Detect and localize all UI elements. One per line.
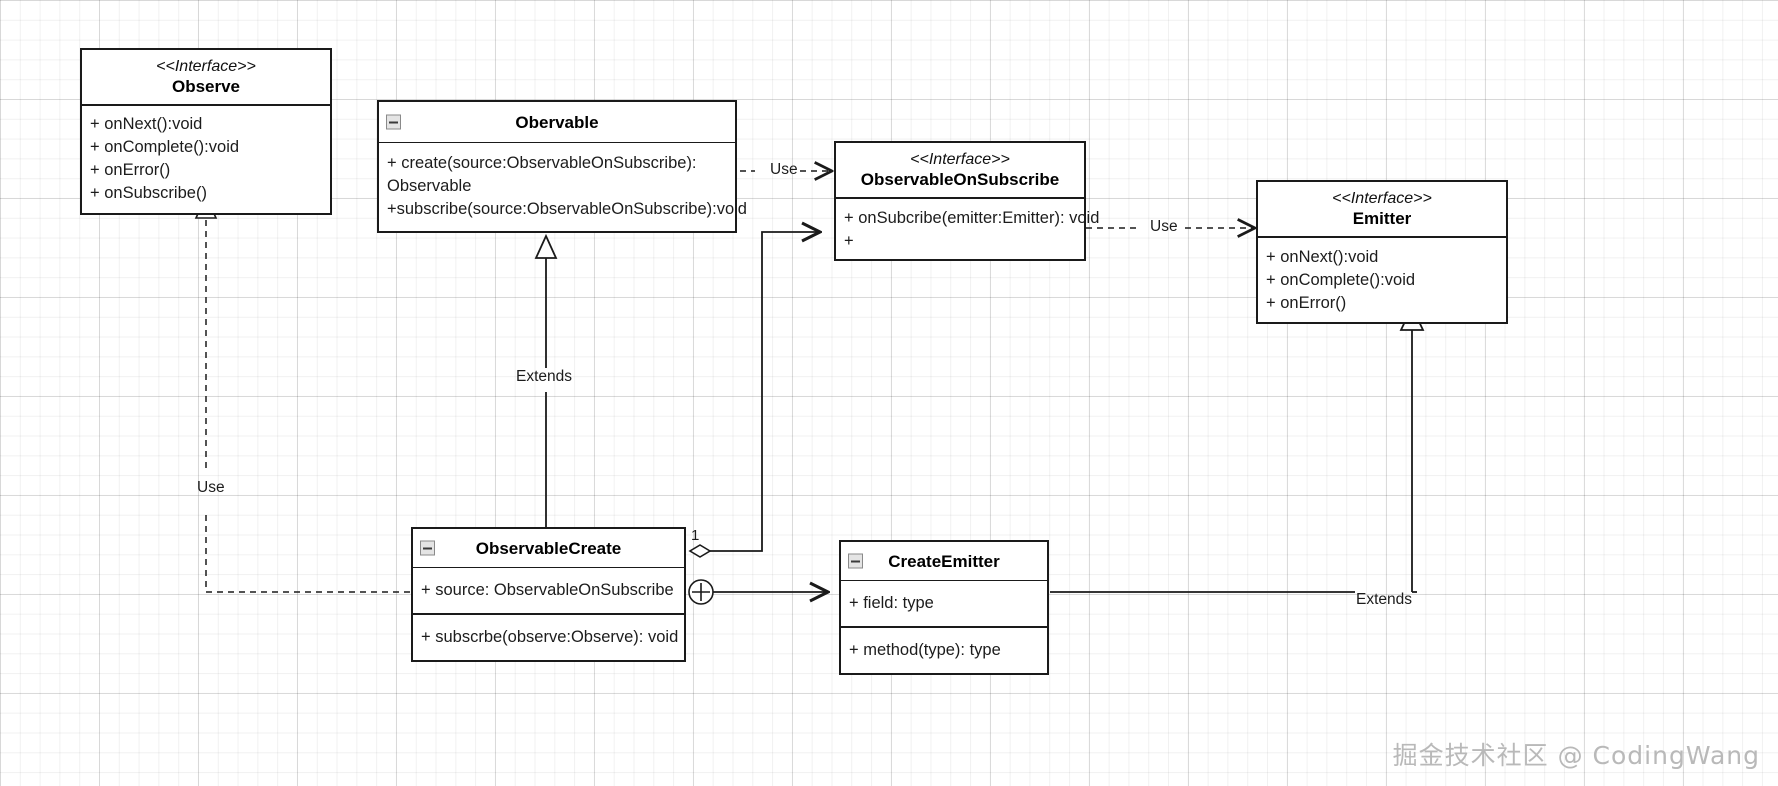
class-box-emitter[interactable]: <<Interface>> Emitter + onNext():void + … — [1256, 180, 1508, 324]
edge-label-use-observablecreate-observe: Use — [197, 479, 225, 496]
edge-observablecreate-composition-createemitter — [688, 579, 828, 605]
class-member: + onSubscribe() — [90, 184, 207, 202]
class-member: + onComplete():void — [1266, 271, 1416, 289]
class-member: +subscribe(source:ObservableOnSubscribe)… — [387, 200, 747, 218]
class-methods-observablecreate: + subscrbe(observe:Observe): void — [413, 613, 684, 660]
stereotype-label: <<Interface>> — [910, 151, 1010, 168]
class-member: + onNext():void — [90, 115, 203, 133]
edge-label-extends-observablecreate-obervable: Extends — [516, 368, 573, 385]
edge-observablecreate-aggregation-observableonsubscribe — [688, 232, 820, 558]
class-members-emitter: + onNext():void + onComplete():void + on… — [1258, 238, 1506, 322]
edge-observablecreate-uses-observe — [194, 194, 410, 593]
class-member: + — [844, 232, 854, 250]
class-member: + onSubcribe(emitter:Emitter): void — [844, 209, 1100, 227]
class-box-observablecreate[interactable]: ObservableCreate + source: ObservableOnS… — [411, 527, 686, 662]
class-members-observableonsubscribe: + onSubcribe(emitter:Emitter): void + — [836, 199, 1100, 259]
class-name-label: CreateEmitter — [888, 552, 1000, 571]
class-box-obervable[interactable]: Obervable + create(source:ObservableOnSu… — [377, 100, 747, 233]
edge-label-use-oos-emitter: Use — [1150, 218, 1178, 235]
class-members-obervable: + create(source:ObservableOnSubscribe): … — [379, 143, 747, 231]
class-header-createemitter: CreateEmitter — [841, 542, 1047, 581]
collapse-minus-icon[interactable] — [848, 553, 863, 569]
edge-createemitter-extends-emitter — [1050, 304, 1425, 593]
class-members-observe: + onNext():void + onComplete():void + on… — [82, 106, 330, 213]
edge-multiplicity-one: 1 — [691, 527, 700, 544]
stereotype-label: <<Interface>> — [156, 58, 256, 75]
class-member: + onError() — [90, 161, 171, 179]
class-attributes-createemitter: + field: type — [841, 581, 1047, 626]
class-member: + onError() — [1266, 294, 1347, 312]
class-member: + onComplete():void — [90, 138, 240, 156]
class-name-label: Emitter — [1352, 209, 1412, 228]
class-header-observe: <<Interface>> Observe — [82, 50, 330, 106]
class-method: + method(type): type — [849, 641, 1001, 659]
class-name-label: ObservableOnSubscribe — [860, 170, 1060, 189]
class-methods-createemitter: + method(type): type — [841, 626, 1047, 673]
class-box-createemitter[interactable]: CreateEmitter + field: type + method(typ… — [839, 540, 1049, 675]
class-member: + onNext():void — [1266, 248, 1379, 266]
stereotype-label: <<Interface>> — [1332, 190, 1432, 207]
class-box-observe[interactable]: <<Interface>> Observe + onNext():void + … — [80, 48, 332, 215]
edge-label-use-obervable-oos: Use — [770, 161, 798, 178]
class-header-emitter: <<Interface>> Emitter — [1258, 182, 1506, 238]
class-header-obervable: Obervable — [379, 102, 735, 143]
class-header-observableonsubscribe: <<Interface>> ObservableOnSubscribe — [836, 143, 1084, 199]
collapse-minus-icon[interactable] — [386, 114, 401, 130]
edge-label-extends-createemitter-emitter: Extends — [1356, 591, 1413, 608]
class-member: + create(source:ObservableOnSubscribe): … — [387, 154, 697, 195]
class-method: + subscrbe(observe:Observe): void — [421, 628, 679, 646]
collapse-minus-icon[interactable] — [420, 540, 435, 556]
class-attribute: + source: ObservableOnSubscribe — [421, 581, 674, 599]
class-attribute: + field: type — [849, 594, 934, 612]
class-box-observableonsubscribe[interactable]: <<Interface>> ObservableOnSubscribe + on… — [834, 141, 1100, 261]
watermark-text: 掘金技术社区 @ CodingWang — [1392, 741, 1760, 770]
class-attributes-observablecreate: + source: ObservableOnSubscribe — [413, 568, 684, 613]
class-name-label: Observe — [171, 77, 241, 96]
class-name-label: Obervable — [515, 113, 599, 132]
class-name-label: ObservableCreate — [475, 539, 622, 558]
class-header-observablecreate: ObservableCreate — [413, 529, 684, 568]
